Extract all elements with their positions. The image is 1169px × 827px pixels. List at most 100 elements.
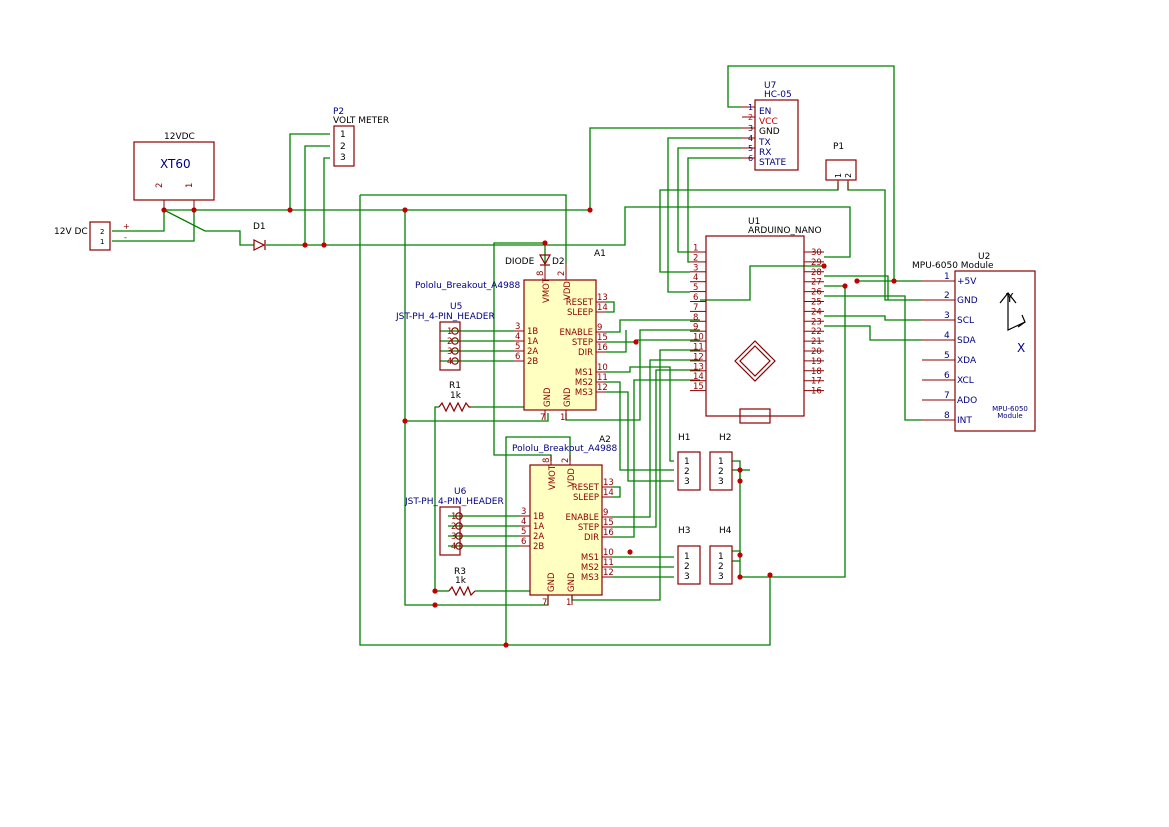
junction <box>432 602 438 608</box>
u1-pin-22-num: 22 <box>811 327 822 337</box>
a2-pin-7-num: 7 <box>542 598 547 608</box>
h4-body <box>709 545 733 585</box>
dc-connector[interactable]: 12V DC 2 1 + - <box>54 221 130 251</box>
a1-pin-16-num: 16 <box>597 343 608 353</box>
driver-a1[interactable]: A1 Pololu_Breakout_A4988 8 2 VMOT VDD 7 … <box>415 249 608 423</box>
u1-usb-port <box>739 408 771 424</box>
p2-pin-3: 3 <box>340 153 346 163</box>
d1-ref: D1 <box>253 222 266 232</box>
u2-pin-1-num: 1 <box>944 272 950 282</box>
u2-pin-5-num: 5 <box>944 351 950 361</box>
u1-chip-outline <box>734 340 776 382</box>
a1-pin-enable-label: ENABLE <box>560 328 593 338</box>
junction <box>627 549 633 555</box>
h3-ref: H3 <box>678 526 691 536</box>
u1-pin-1-num: 1 <box>693 244 698 254</box>
mpu6050-module-u2[interactable]: U2 MPU-6050 Module MPU-6050 Module Y X 1… <box>912 252 1036 432</box>
a1-pin-2a-label: 2A <box>527 347 538 357</box>
junction <box>402 418 408 424</box>
u6-pin-4: 4 <box>451 542 456 552</box>
u1-chip-inner <box>739 345 771 377</box>
h2-ref: H2 <box>719 433 732 443</box>
h3-body <box>677 545 701 585</box>
xt60-body <box>133 141 215 201</box>
u2-module-text-2: Module <box>997 412 1022 420</box>
r1-value: 1k <box>450 391 462 401</box>
a1-pin-ms2-label: MS2 <box>575 378 593 388</box>
resistor-r1[interactable]: R1 1k <box>438 381 471 413</box>
u6-ref: U6 <box>454 487 467 497</box>
u2-value: MPU-6050 Module <box>912 261 994 271</box>
resistor-r3[interactable]: R3 1k <box>448 567 476 597</box>
u2-pin-4-num: 4 <box>944 331 950 341</box>
u1-value: ARDUINO_NANO <box>748 226 822 236</box>
jst-header-u5[interactable]: U5 JST-PH_4-PIN_HEADER 1 2 3 4 <box>395 302 495 371</box>
u5-body <box>439 321 461 371</box>
u1-pin-18-num: 18 <box>811 367 822 377</box>
u1-pin-5-num: 5 <box>693 283 698 293</box>
u1-pin-21-num: 21 <box>811 337 822 347</box>
bluetooth-module-u7[interactable]: U7 HC-05 1 2 3 4 5 6 EN VCC GND TX RX ST… <box>742 81 799 171</box>
header-h3[interactable]: H3 1 2 3 <box>677 526 701 585</box>
junction <box>321 242 327 248</box>
a1-pin-13-num: 13 <box>597 293 608 303</box>
a1-pin-9-num: 9 <box>597 323 602 333</box>
u2-pin-xcl-label: XCL <box>957 376 974 386</box>
r3-value: 1k <box>455 576 467 586</box>
a1-pin-2-num: 2 <box>557 271 567 276</box>
u1-pin-15-num: 15 <box>693 382 704 392</box>
a2-value: Pololu_Breakout_A4988 <box>512 444 618 454</box>
connector-p1[interactable]: P1 1 2 <box>825 142 857 190</box>
r3-zigzag <box>448 585 476 597</box>
xt60-value: 12VDC <box>164 132 195 142</box>
xt60-connector[interactable]: 12VDC XT60 2 1 <box>133 132 215 210</box>
h1-ref: H1 <box>678 433 691 443</box>
u2-body <box>954 270 1036 432</box>
h4-ref: H4 <box>719 526 732 536</box>
a1-pin-3-num: 3 <box>515 322 520 332</box>
h2-body <box>709 451 733 491</box>
junction <box>821 263 827 269</box>
junctions <box>161 207 897 648</box>
u1-pin-20-num: 20 <box>811 347 822 357</box>
driver-a2[interactable]: A2 Pololu_Breakout_A4988 8 2 VMOT VDD 7 … <box>512 435 618 608</box>
p1-pin-2: 2 <box>844 173 853 178</box>
a2-pin-4-num: 4 <box>521 517 526 527</box>
dc-label: 12V DC <box>54 227 88 237</box>
u2-pin-2-num: 2 <box>944 291 950 301</box>
a2-pin-enable-label: ENABLE <box>566 513 599 523</box>
u1-pin-16-num: 16 <box>811 387 822 397</box>
u2-pin-xda-label: XDA <box>957 356 977 366</box>
diode-d1[interactable]: D1 <box>253 222 266 251</box>
voltmeter-connector[interactable]: P2 VOLT METER 1 2 3 <box>333 107 389 167</box>
header-h4[interactable]: H4 1 2 3 <box>709 526 733 585</box>
junction <box>287 207 293 213</box>
u7-body <box>754 99 799 171</box>
u1-pin-17-num: 17 <box>811 377 822 387</box>
u2-pin-sda-label: SDA <box>957 336 976 346</box>
header-h1[interactable]: H1 1 2 3 <box>677 433 701 491</box>
u1-pin-26-num: 26 <box>811 288 822 298</box>
u6-value: JST-PH_4-PIN_HEADER <box>404 497 504 507</box>
r3-ref: R3 <box>454 567 466 577</box>
a1-pin-ms1-label: MS1 <box>575 368 593 378</box>
u1-pin-6-num: 6 <box>693 293 698 303</box>
a1-pin-14-num: 14 <box>597 303 608 313</box>
a2-pin-5-num: 5 <box>521 527 526 537</box>
u5-pin-1: 1 <box>447 327 452 337</box>
diode-d2[interactable]: D2 DIODE <box>505 254 565 267</box>
u2-ref: U2 <box>978 252 990 262</box>
a2-pin-reset-label: RESET <box>572 483 600 493</box>
a2-pin-3-num: 3 <box>521 507 526 517</box>
header-h2[interactable]: H2 1 2 3 <box>709 433 733 491</box>
a2-pin-12-num: 12 <box>603 568 614 578</box>
a1-pin-step-label: STEP <box>572 338 593 348</box>
u1-body <box>705 235 805 417</box>
junction <box>402 207 408 213</box>
u7-pin-6-num: 6 <box>748 154 753 163</box>
d1-triangle <box>253 239 266 251</box>
jst-header-u6[interactable]: U6 JST-PH_4-PIN_HEADER 1 2 3 4 <box>404 487 504 556</box>
junction <box>432 588 438 594</box>
